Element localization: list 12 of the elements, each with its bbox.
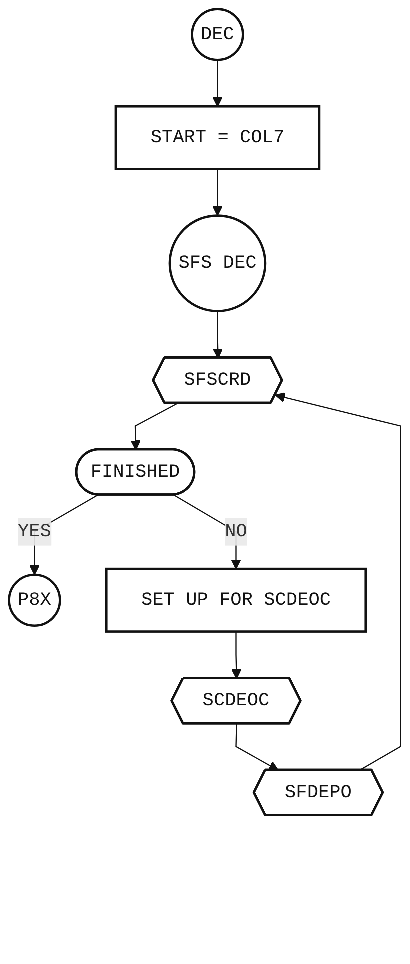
arrow bbox=[212, 60, 223, 108]
edge-label: NO bbox=[225, 521, 248, 542]
arrow bbox=[212, 311, 224, 359]
arrow bbox=[212, 169, 223, 216]
edge-label: YES bbox=[18, 521, 52, 542]
node-box: SET UP FOR SCDEOC bbox=[105, 568, 368, 633]
arrow bbox=[130, 403, 178, 450]
arrow bbox=[232, 632, 242, 680]
node-circle: DEC bbox=[191, 8, 244, 62]
node-box: START = COL7 bbox=[114, 105, 321, 170]
node-circle: P8X bbox=[8, 574, 62, 628]
node-circle: SFS DEC bbox=[168, 214, 267, 312]
